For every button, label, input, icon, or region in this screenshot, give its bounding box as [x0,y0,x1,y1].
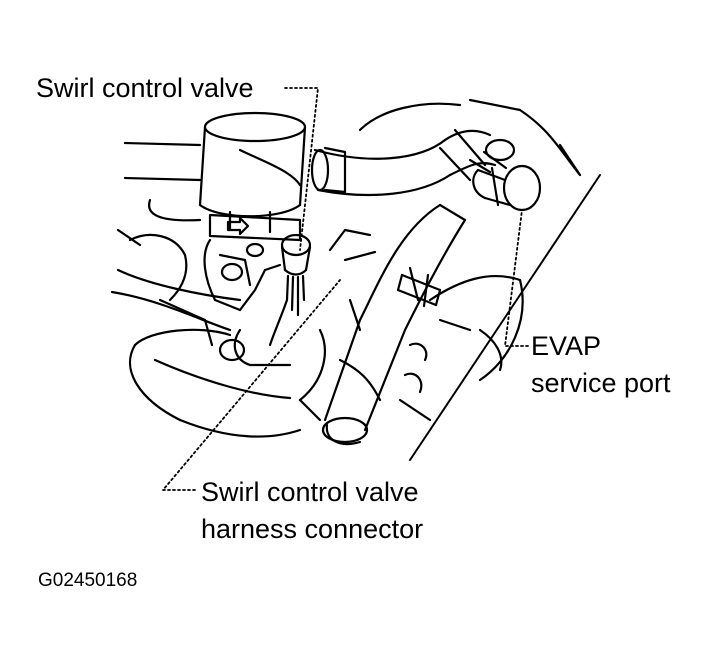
label-swirl-control-valve: Swirl control valve [36,73,254,103]
upper-hose [310,128,497,197]
divider-line [409,174,601,461]
diagonal-hose [321,203,467,446]
valve-bracket [203,238,282,312]
evap-port-nipple [468,138,542,212]
leader-harness-connector [162,279,341,491]
label-harness-line-1: Swirl control valve [201,477,419,507]
harness-connector [268,233,312,347]
label-harness-line-2: harness connector [201,514,424,544]
leader-swirl-valve [284,87,319,251]
leader-evap-port [504,209,529,347]
label-evap-line-1: EVAP [531,331,602,361]
lower-components [328,228,472,394]
figure-id: G02450168 [38,570,138,591]
swirl-valve-body [198,111,307,242]
leader-lines [162,87,529,491]
engine-block-left [158,298,292,367]
label-evap-line-2: service port [531,368,671,398]
engine-background-contours [110,98,582,438]
